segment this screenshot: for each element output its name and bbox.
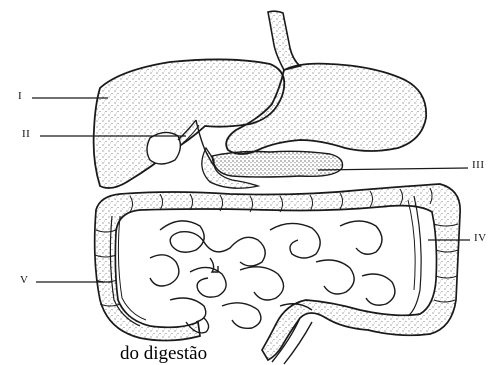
label-II: II — [22, 128, 30, 140]
label-III: III — [472, 159, 485, 171]
esophagus — [268, 11, 300, 70]
pancreas — [212, 151, 343, 177]
label-I: I — [18, 90, 22, 102]
label-V: V — [20, 274, 28, 286]
label-IV: IV — [474, 232, 487, 244]
gallbladder — [147, 132, 180, 164]
large-intestine — [95, 184, 461, 360]
caption-text: do digestão — [120, 343, 207, 365]
